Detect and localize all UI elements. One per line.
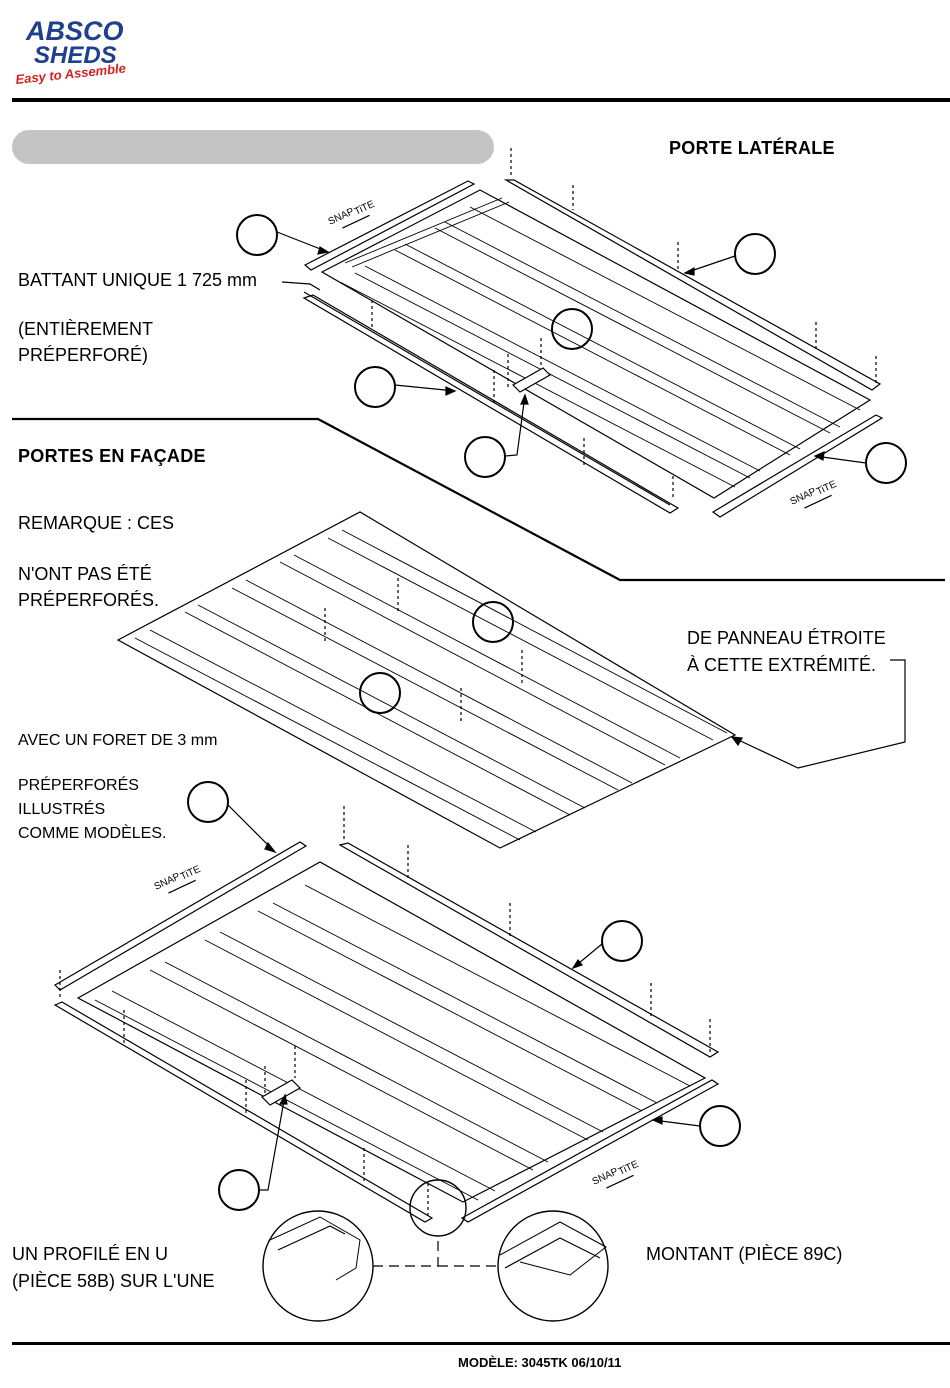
- tite-text: TiTE: [815, 479, 839, 498]
- snap-text: SNAP: [591, 1166, 621, 1188]
- side-door-panel: [236, 148, 907, 518]
- tite-text: TiTE: [179, 864, 203, 883]
- logo-sheds-text: SHEDS: [34, 42, 117, 69]
- snap-tite-mark-1: SNAP TiTE: [327, 199, 377, 229]
- note-label-1: REMARQUE : CES: [18, 513, 175, 533]
- channel-label-2: (PIÈCE 58B) SUR L'UNE: [12, 1271, 215, 1291]
- upright-label: MONTANT (PIÈCE 89C): [646, 1244, 843, 1264]
- predrilled-label-1: (ENTIÈREMENT: [18, 319, 153, 339]
- detail-views: [262, 1210, 609, 1322]
- snap-tite-mark-4: SNAP TiTE: [591, 1159, 641, 1189]
- tite-text: TiTE: [353, 199, 377, 218]
- tite-text: TiTE: [617, 1159, 641, 1178]
- channel-label-1: UN PROFILÉ EN U: [12, 1244, 169, 1264]
- snap-text: SNAP: [327, 206, 357, 228]
- snap-text: SNAP: [789, 486, 819, 508]
- examples-label-1: PRÉPERFORÉS: [18, 777, 139, 794]
- side-door-heading: PORTE LATÉRALE: [669, 138, 835, 158]
- single-panel-label: BATTANT UNIQUE 1 725 mm: [18, 270, 258, 290]
- narrow-label-1: DE PANNEAU ÉTROITE: [687, 628, 886, 648]
- footer-rule: [12, 1342, 950, 1345]
- front-door-panel: [116, 511, 906, 849]
- section-divider: [12, 417, 945, 582]
- header-rule: [12, 98, 950, 102]
- model-footer: MODÈLE: 3045TK 06/10/11: [458, 1355, 622, 1370]
- absco-sheds-logo: ABSCO SHEDS Easy to Assemble: [15, 16, 127, 87]
- front-doors-heading: PORTES EN FAÇADE: [18, 446, 206, 466]
- snap-tite-mark-2: SNAP TiTE: [789, 479, 839, 509]
- narrow-label-2: À CETTE EXTRÉMITÉ.: [687, 655, 877, 675]
- drill-label: AVEC UN FORET DE 3 mm: [18, 732, 218, 749]
- step-banner: [12, 130, 494, 164]
- snap-tite-mark-3: SNAP TiTE: [153, 864, 203, 894]
- note-label-2: N'ONT PAS ÉTÉ: [18, 564, 152, 584]
- snap-text: SNAP: [153, 871, 183, 893]
- logo-absco-text: ABSCO: [25, 16, 124, 46]
- predrilled-label-2: PRÉPERFORÉ): [18, 345, 149, 365]
- note-label-3: PRÉPERFORÉS.: [18, 590, 160, 610]
- examples-label-2: ILLUSTRÉS: [18, 801, 106, 818]
- front-door-assembly: [53, 781, 741, 1237]
- examples-label-3: COMME MODÈLES.: [18, 825, 167, 842]
